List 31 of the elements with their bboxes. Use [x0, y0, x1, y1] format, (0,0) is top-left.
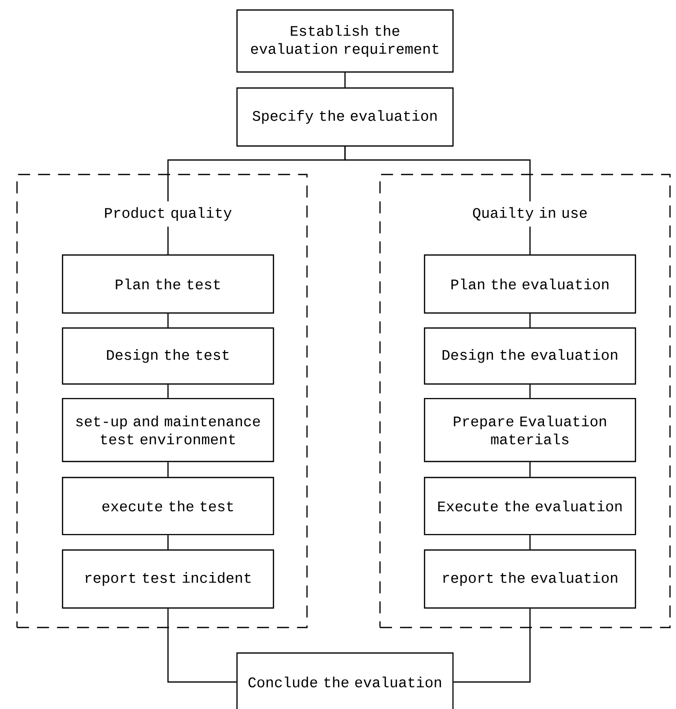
connector-line	[167, 226, 169, 254]
connector-line	[454, 608, 531, 683]
process-box: execute the test	[62, 476, 274, 536]
dashed-group-frame	[379, 174, 671, 628]
connector-line	[344, 146, 531, 202]
process-box: Design the evaluation	[424, 327, 636, 385]
connector-line	[529, 314, 531, 328]
process-box: Design the test	[62, 327, 274, 385]
dashed-group-frame	[16, 174, 308, 628]
process-box: Prepare Evaluation materials	[424, 398, 636, 462]
process-box: Plan the test	[62, 254, 274, 314]
process-box: Specify the evaluation	[236, 87, 454, 147]
process-box: report the evaluation	[424, 549, 636, 609]
process-box: report test incident	[62, 549, 274, 609]
connector-line	[167, 535, 169, 550]
process-box: Plan the evaluation	[424, 254, 636, 314]
connector-line	[529, 384, 531, 398]
connector-line	[167, 314, 169, 328]
connector-line	[529, 226, 531, 254]
connector-line	[167, 462, 169, 477]
connector-line	[529, 462, 531, 477]
group-heading: Quailty in use	[473, 207, 587, 221]
connector-line	[344, 72, 346, 88]
connector-line	[167, 384, 169, 398]
connector-line	[167, 608, 236, 683]
process-box: Conclude the evaluation	[236, 652, 454, 709]
process-box: set-up and maintenance test environment	[62, 398, 274, 462]
connector-line	[529, 535, 531, 550]
group-heading: Product quality	[105, 207, 232, 221]
process-box: Establish the evaluation requirement	[236, 9, 454, 73]
process-box: Execute the evaluation	[424, 476, 636, 536]
